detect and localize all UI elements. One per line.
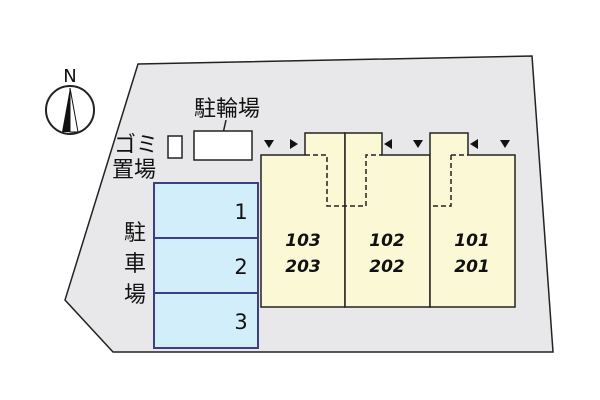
parking-label-char-1: 駐: [124, 221, 146, 246]
bicycle-parking-label: 駐輪場: [194, 97, 260, 122]
north-label: N: [63, 66, 76, 87]
unit-number-202: 202: [369, 257, 405, 277]
building: 103 203 102 202 101 201: [260, 132, 516, 308]
garbage-area-label-line1: ゴミ: [114, 133, 158, 158]
building-unit-102: [344, 132, 431, 308]
garbage-area-label-line2: 置場: [112, 158, 156, 183]
unit-number-101: 101: [454, 231, 490, 251]
entrance-arrow-icon-3: [384, 139, 392, 149]
parking-slot-number-1: 1: [234, 200, 247, 224]
unit-number-102: 102: [369, 231, 405, 251]
bicycle-parking-area: [193, 130, 253, 161]
entrance-arrow-icon-4: [413, 140, 423, 148]
unit-number-203: 203: [285, 257, 321, 277]
parking-label-char-2: 車: [124, 252, 146, 277]
parking-slot-2: [153, 237, 259, 294]
stair-outline-1: [305, 154, 382, 207]
parking-slot-3: [153, 292, 259, 349]
entrance-arrow-icon-2: [290, 139, 298, 149]
parking-label-char-3: 場: [124, 283, 146, 308]
parking-slot-number-3: 3: [234, 310, 247, 334]
compass-arrow-right-half: [69, 87, 79, 133]
parking-slot-1: [153, 182, 259, 239]
building-unit-103: [260, 132, 346, 308]
entrance-arrow-icon-1: [264, 140, 274, 148]
unit-number-201: 201: [454, 257, 490, 277]
unit-number-103: 103: [285, 231, 321, 251]
compass: N: [45, 66, 95, 135]
entrance-arrow-icon-6: [500, 140, 510, 148]
entrance-arrow-icon-5: [470, 139, 478, 149]
parking-slot-number-2: 2: [234, 255, 247, 279]
stair-outline-2: [430, 155, 452, 207]
building-unit-101: [429, 132, 516, 308]
garbage-area-box: [167, 135, 183, 159]
parking-lot: 1 2 3: [153, 182, 259, 349]
